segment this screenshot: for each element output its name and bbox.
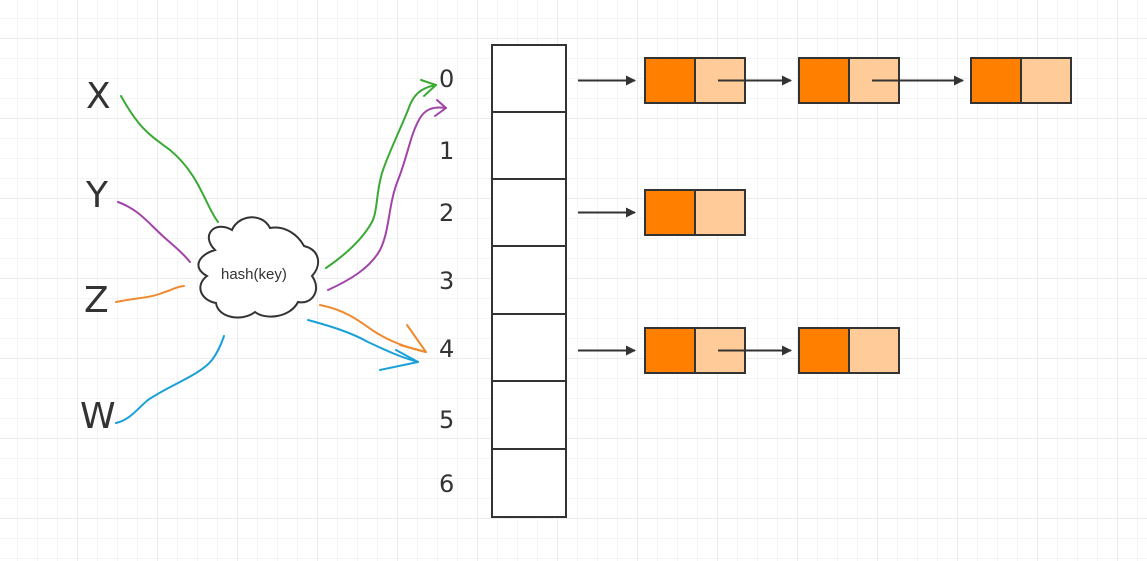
- bucket-index-labels: 0 1 2 3 4 5 6: [439, 65, 454, 498]
- bucket-0-node-2-key: [970, 57, 1022, 104]
- bucket-cell-3: [491, 245, 567, 315]
- bucket-4-node-1-key: [798, 327, 850, 374]
- hash-cloud-shape: [197, 216, 320, 319]
- x-output-line: [325, 84, 437, 269]
- bucket-index-6: 6: [439, 470, 454, 498]
- bucket-4-node-1-next: [848, 327, 900, 374]
- bucket-0-node-1-key: [798, 57, 850, 104]
- bucket-index-0: 0: [439, 65, 454, 93]
- bucket-cell-0: [491, 44, 567, 113]
- bucket-4-node-0-key: [644, 327, 696, 374]
- linked-list-chains: [578, 57, 1072, 374]
- x-input-line: [120, 95, 219, 223]
- y-output-line: [327, 106, 447, 291]
- bucket-array: [491, 44, 567, 518]
- key-y: Y: [85, 175, 109, 216]
- w-output-line: [307, 319, 419, 363]
- w-output-arrowhead: [379, 349, 419, 371]
- y-output-arrowhead: [434, 99, 447, 117]
- bucket-index-1: 1: [439, 137, 454, 165]
- y-input-line: [117, 201, 191, 263]
- w-input-line: [115, 335, 225, 424]
- bucket-cell-6: [491, 448, 567, 518]
- hash-label: hash(key): [221, 266, 287, 283]
- key-w: W: [80, 396, 116, 437]
- bucket-cell-4: [491, 313, 567, 382]
- bucket-index-3: 3: [439, 267, 454, 295]
- bucket-index-4: 4: [439, 335, 454, 363]
- bucket-cell-1: [491, 111, 567, 180]
- z-input-line: [115, 285, 185, 303]
- bucket-0-node-0-key: [644, 57, 696, 104]
- key-z: Z: [84, 280, 109, 321]
- bucket-index-5: 5: [439, 406, 454, 434]
- bucket-2-node-0-next: [694, 189, 746, 236]
- bucket-index-2: 2: [439, 199, 454, 227]
- bucket-cell-2: [491, 178, 567, 247]
- x-output-arrowhead: [420, 79, 437, 97]
- bucket-0-node-2-next: [1020, 57, 1072, 104]
- key-x: X: [86, 76, 111, 117]
- z-output-arrowhead: [399, 324, 427, 353]
- bucket-cell-5: [491, 380, 567, 450]
- bucket-2-node-0-key: [644, 189, 696, 236]
